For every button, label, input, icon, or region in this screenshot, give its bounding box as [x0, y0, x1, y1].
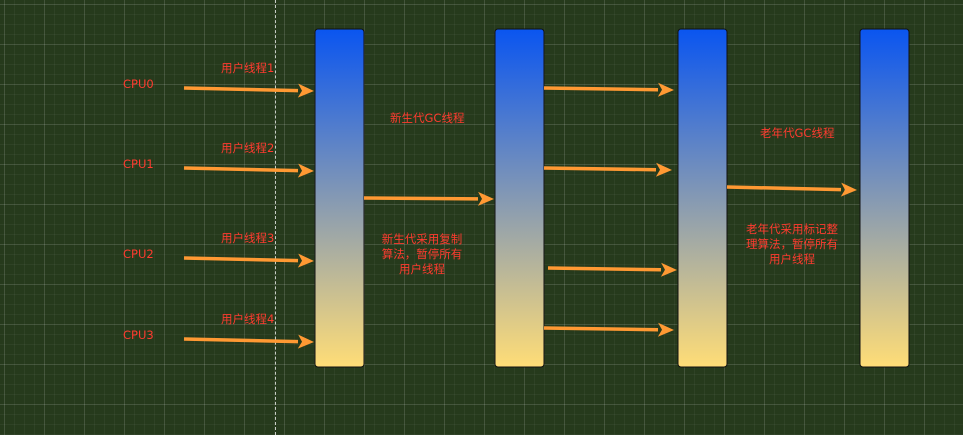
- arrow-cpu3-to-threads: [183, 334, 314, 349]
- old-gc-note: 老年代采用标记整 理算法，暂停所有 用户线程: [734, 222, 850, 267]
- arrow-young-gc-to-threads-1-shaft: [543, 86, 659, 92]
- user-thread-3-label: 用户线程3: [221, 231, 275, 245]
- arrow-threads-to-young-gc: [363, 191, 494, 206]
- arrow-young-gc-to-threads-4-head: [657, 322, 674, 337]
- arrow-threads-to-young-gc-shaft: [363, 196, 479, 201]
- old-gc-note-line-1: 老年代采用标记整: [746, 222, 838, 236]
- cpu3-label: CPU3: [123, 328, 154, 342]
- young-gc-note-line-1: 新生代采用复制: [381, 232, 463, 246]
- arrow-young-gc-to-threads-3-head: [660, 262, 677, 277]
- user-thread-4-label: 用户线程4: [221, 312, 275, 326]
- arrow-young-gc-to-threads-2-head: [655, 162, 672, 177]
- young-gc-note: 新生代采用复制 算法，暂停所有 用户线程: [364, 232, 480, 277]
- old-gc-title: 老年代GC线程: [760, 126, 835, 140]
- arrow-cpu2-to-threads-head: [297, 253, 314, 268]
- arrow-cpu3-to-threads-shaft: [183, 337, 299, 344]
- arrow-young-gc-to-threads-1: [543, 82, 674, 97]
- phase-bar-old-gc: [859, 28, 910, 368]
- arrow-young-gc-to-threads-3: [547, 262, 677, 277]
- young-gc-title: 新生代GC线程: [390, 111, 465, 125]
- young-gc-note-line-2: 算法，暂停所有: [381, 247, 463, 261]
- arrow-threads-to-old-gc: [726, 182, 857, 197]
- user-thread-2-label: 用户线程2: [221, 141, 275, 155]
- arrow-cpu3-to-threads-head: [297, 334, 314, 349]
- arrow-cpu2-to-threads-shaft: [183, 256, 299, 263]
- arrow-cpu0-to-threads-head: [297, 83, 314, 98]
- cpu0-label: CPU0: [123, 77, 154, 91]
- arrow-cpu1-to-threads-head: [297, 163, 314, 178]
- user-thread-1-label: 用户线程1: [221, 61, 275, 75]
- arrow-young-gc-to-threads-1-head: [657, 82, 674, 97]
- cpu1-label: CPU1: [123, 157, 154, 171]
- cpu2-label: CPU2: [123, 247, 154, 261]
- arrow-cpu1-to-threads: [183, 163, 314, 178]
- arrow-cpu1-to-threads-shaft: [183, 166, 299, 173]
- phase-bar-user-threads: [314, 28, 365, 368]
- arrow-cpu2-to-threads: [183, 253, 314, 268]
- arrow-threads-to-young-gc-head: [477, 191, 494, 206]
- arrow-cpu0-to-threads: [183, 83, 314, 98]
- arrow-young-gc-to-threads-4-shaft: [543, 326, 659, 332]
- old-gc-note-line-2: 理算法，暂停所有: [746, 237, 838, 251]
- arrow-threads-to-old-gc-head: [840, 182, 857, 197]
- arrow-young-gc-to-threads-2-shaft: [543, 166, 657, 172]
- phase-bar-user-threads-2: [677, 28, 728, 368]
- arrow-threads-to-old-gc-shaft: [726, 185, 842, 192]
- arrow-young-gc-to-threads-3-shaft: [547, 266, 662, 272]
- arrow-young-gc-to-threads-2: [543, 162, 672, 177]
- young-gc-note-line-3: 用户线程: [399, 262, 445, 276]
- arrow-cpu0-to-threads-shaft: [183, 86, 299, 93]
- arrow-young-gc-to-threads-4: [543, 322, 674, 337]
- phase-bar-young-gc: [494, 28, 545, 368]
- old-gc-note-line-3: 用户线程: [769, 252, 815, 266]
- divider-dashed-line: [275, 0, 276, 435]
